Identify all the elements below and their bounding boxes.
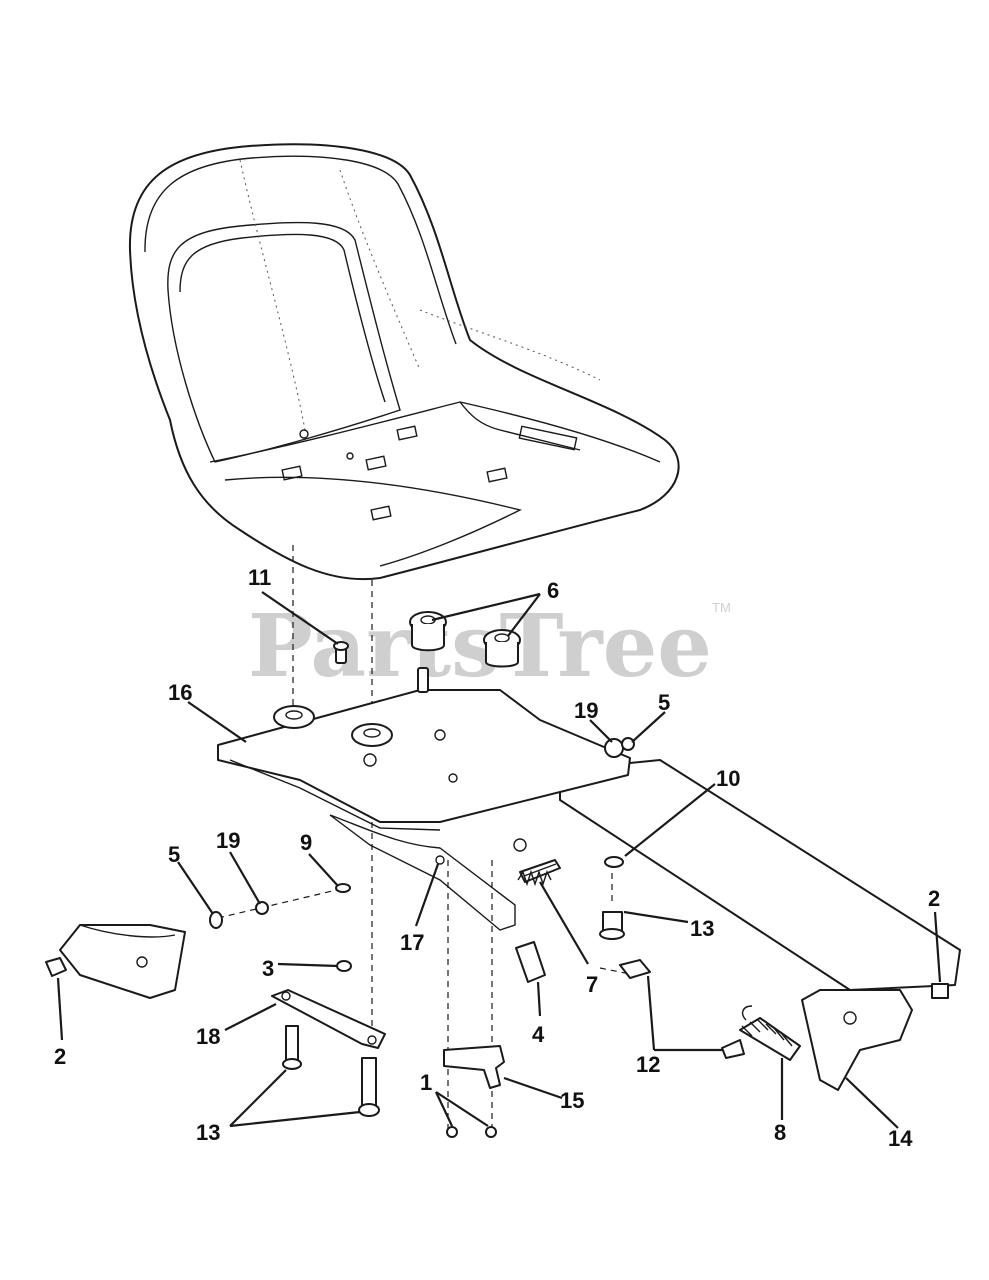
callout-5-left: 5 xyxy=(168,842,180,867)
watermark-trademark: TM xyxy=(712,600,731,615)
callout-4: 4 xyxy=(532,1022,545,1047)
callout-16: 16 xyxy=(168,680,192,705)
adjuster-link xyxy=(271,989,386,1117)
seat-pan-bracket xyxy=(217,689,631,931)
callout-labels: 11 6 16 19 5 10 9 19 5 17 7 13 2 2 3 4 1… xyxy=(54,565,940,1151)
callout-3: 3 xyxy=(262,956,274,981)
rubber-spacers xyxy=(273,611,521,747)
callout-2-left: 2 xyxy=(54,1044,66,1069)
callout-18: 18 xyxy=(196,1024,220,1049)
latch-bracket-left xyxy=(45,924,186,999)
watermark: PartsTree TM xyxy=(248,596,731,697)
callout-13-left: 13 xyxy=(196,1120,220,1145)
seat xyxy=(128,143,680,581)
callout-9: 9 xyxy=(300,830,312,855)
callout-15: 15 xyxy=(560,1088,584,1113)
callout-17: 17 xyxy=(400,930,424,955)
callout-10: 10 xyxy=(716,766,740,791)
callout-14: 14 xyxy=(888,1126,913,1151)
tension-spring xyxy=(517,869,552,887)
hardware xyxy=(209,641,651,983)
spring-and-latch xyxy=(721,983,949,1091)
seat-rail-right xyxy=(559,759,961,991)
callout-19-left: 19 xyxy=(216,828,240,853)
callout-8: 8 xyxy=(774,1120,786,1145)
seat-clip xyxy=(443,1045,505,1138)
callout-11: 11 xyxy=(248,565,271,590)
callout-5-right: 5 xyxy=(658,690,670,715)
callout-12: 12 xyxy=(636,1052,660,1077)
callout-13-right: 13 xyxy=(690,916,714,941)
leader-lines xyxy=(56,591,942,1129)
watermark-text: PartsTree xyxy=(248,596,712,697)
seat-mount-tabs xyxy=(281,425,578,521)
callout-6: 6 xyxy=(547,578,559,603)
callout-19-right: 19 xyxy=(574,698,598,723)
callout-1: 1 xyxy=(420,1070,432,1095)
callout-7: 7 xyxy=(586,972,598,997)
callout-2-right: 2 xyxy=(928,886,940,911)
